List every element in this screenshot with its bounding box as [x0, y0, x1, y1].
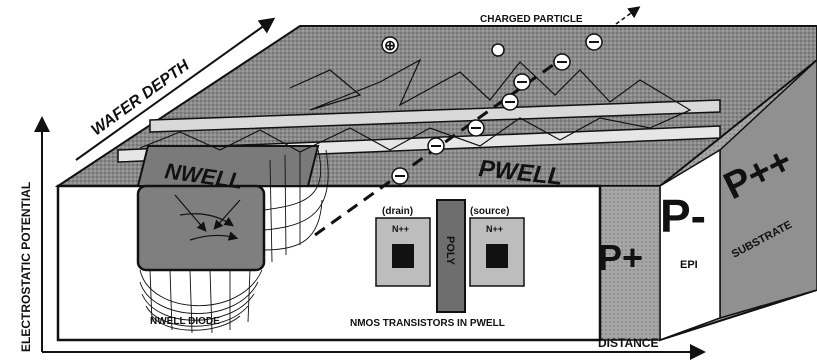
drain-contact	[392, 244, 414, 268]
p-minus-label: P-	[660, 190, 706, 242]
source-n-label: N++	[486, 224, 503, 234]
small-charge	[492, 44, 504, 56]
charged-particle-label: CHARGED PARTICLE	[480, 14, 583, 25]
poly-label: POLY	[444, 236, 456, 266]
source-label: (source)	[470, 206, 509, 217]
nwell-block	[138, 186, 264, 270]
potential-axis-label: ELECTROSTATIC POTENTIAL	[19, 182, 33, 352]
drain-label: (drain)	[382, 206, 413, 217]
epi-label: EPI	[680, 259, 698, 271]
p-plus-label: P+	[598, 237, 643, 278]
distance-axis-label: DISTANCE	[598, 336, 658, 350]
nmos-transistors-label: NMOS TRANSISTORS IN PWELL	[350, 318, 505, 329]
source-contact	[486, 244, 508, 268]
nwell-diode-label: NWELL DIODE	[150, 316, 220, 327]
drain-n-label: N++	[392, 224, 409, 234]
hole-symbol: ⊕	[384, 37, 396, 53]
particle-direction-arrow	[616, 8, 638, 24]
